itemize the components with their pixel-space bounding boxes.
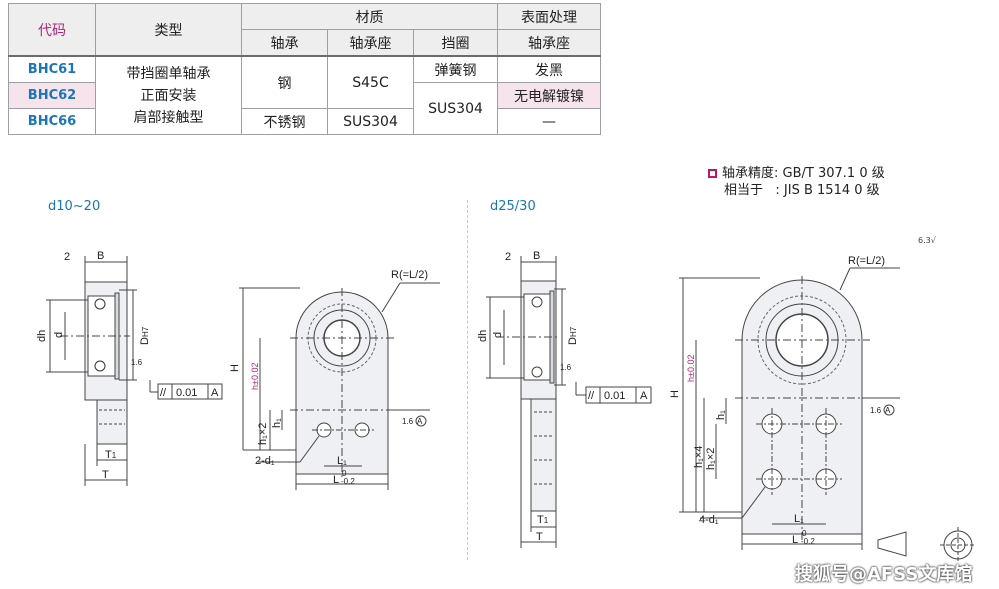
type-line: 正面安装 xyxy=(140,87,197,104)
equivalent-label: 相当于 xyxy=(724,183,764,198)
side-view-small: 2 B dh d DH7 1.6 T1 T // 0.01 A xyxy=(36,250,223,486)
dim-L-large: L xyxy=(792,534,798,546)
header-code: 代码 xyxy=(8,3,96,57)
dim-L-low-small: -0.2 xyxy=(341,477,355,486)
dim-h-tol-small: h±0.02 xyxy=(250,363,260,390)
dim-T1: T1 xyxy=(105,449,117,461)
rough-16-front-small: 1.6 xyxy=(402,417,414,426)
code-bhc66: BHC66 xyxy=(8,108,96,135)
code-bhc61: BHC61 xyxy=(8,55,96,83)
header-retaining-ring: 挡圈 xyxy=(412,29,499,57)
front-view-small: R(=L/2) H h±0.02 h₁×2 h₁ 2-d₁ L₁ L 0 -0.… xyxy=(229,269,440,490)
side-view-large: 2 B dh d DH7 1.6 T1 T // 0.01 A xyxy=(477,250,652,548)
parallel-icon-large: // xyxy=(588,390,595,402)
surface-none: — xyxy=(497,108,602,135)
dim-holes-small: 2-d₁ xyxy=(255,455,275,467)
surface-electroless-nickel: 无电解镀镍 xyxy=(497,82,602,109)
section-divider xyxy=(467,200,468,560)
roughness-value: 6.3 xyxy=(918,236,931,245)
tol-value-small: 0.01 xyxy=(176,387,197,399)
header-bearing: 轴承 xyxy=(241,29,328,57)
accuracy-marker-icon xyxy=(708,169,717,178)
type-cell: 带挡圈单轴承 正面安装 肩部接触型 xyxy=(95,55,242,135)
dim-h1-small: h₁ xyxy=(271,418,283,428)
dim-b: B xyxy=(97,250,104,262)
dim-two: 2 xyxy=(64,251,70,263)
datum-large: A xyxy=(640,390,648,402)
ring-material-sus304: SUS304 xyxy=(412,82,499,135)
header-housing: 轴承座 xyxy=(327,29,414,57)
dim-L-small: L xyxy=(333,474,339,486)
dim-h-tol-large: h±0.02 xyxy=(686,355,696,382)
dim-D: DH7 xyxy=(139,326,151,345)
dim-two-large: 2 xyxy=(505,251,511,263)
dim-d: d xyxy=(53,332,65,338)
dim-H-large: H xyxy=(669,390,681,398)
dim-L1-small: L₁ xyxy=(337,455,347,467)
dim-R-small: R(=L/2) xyxy=(391,269,428,281)
dim-holes-large: 4-d₁ xyxy=(699,514,719,526)
equivalent-value: : JIS B 1514 0 级 xyxy=(775,183,880,198)
watermark: 搜狐号@AFSS文库馆 xyxy=(795,564,973,585)
dim-L-up-large: 0 xyxy=(802,529,807,538)
type-line: 带挡圈单轴承 xyxy=(126,65,211,82)
section-title-large: d25/30 xyxy=(490,199,536,214)
dim-L1-large: L₁ xyxy=(794,513,804,525)
spec-table: 代码 类型 材质 表面处理 轴承 轴承座 挡圈 轴承座 BHC61 带挡圈单轴承… xyxy=(8,3,602,135)
rough-16-small: 1.6 xyxy=(131,358,143,367)
type-line: 肩部接触型 xyxy=(133,109,204,126)
dim-T1-large: T1 xyxy=(537,514,549,526)
projection-cone-icon xyxy=(877,531,907,557)
dim-T: T xyxy=(102,469,109,481)
dim-d-large: d xyxy=(492,332,504,338)
dim-dh-large: dh xyxy=(477,330,489,342)
dim-h1-large: h₁ xyxy=(715,410,727,420)
dim-h1x2-small: h₁×2 xyxy=(257,423,269,445)
datum-circle-small: A xyxy=(417,417,423,426)
dim-L-low-large: -0.2 xyxy=(801,537,815,546)
datum-circle-large: A xyxy=(885,406,891,415)
dim-R-large: R(=L/2) xyxy=(848,255,885,267)
dim-b-large: B xyxy=(533,250,540,262)
dim-dh: dh xyxy=(36,330,48,342)
accuracy-value: : GB/T 307.1 0 级 xyxy=(774,166,885,181)
dim-H-small: H xyxy=(229,364,241,372)
dim-h1x4-large: h₁×4 xyxy=(693,446,705,468)
front-view-large: R(=L/2) H h±0.02 h₁×4 h₁×2 h₁ 4-d₁ L₁ L … xyxy=(669,255,976,563)
dim-T-large: T xyxy=(536,531,543,543)
surface-black-oxide: 发黑 xyxy=(497,55,602,83)
roughness-note: 6.3√ xyxy=(918,236,936,245)
accuracy-note: 轴承精度: GB/T 307.1 0 级 相当于 : JIS B 1514 0 … xyxy=(708,165,885,199)
parallel-icon: // xyxy=(160,387,167,399)
rough-16-large: 1.6 xyxy=(560,363,572,372)
dim-h1x2-large: h₁×2 xyxy=(705,448,717,470)
housing-material-s45c: S45C xyxy=(327,55,414,109)
accuracy-label: 轴承精度 xyxy=(722,166,775,181)
header-material: 材质 xyxy=(240,3,499,30)
dim-D-large: DH7 xyxy=(567,326,579,345)
datum-small: A xyxy=(211,387,219,399)
rough-16-front-large: 1.6 xyxy=(870,406,882,415)
header-surface-housing: 轴承座 xyxy=(497,29,602,57)
bearing-material-stainless: 不锈钢 xyxy=(241,108,328,135)
roughness-check-icon: √ xyxy=(930,236,936,245)
section-title-small: d10~20 xyxy=(48,199,101,214)
tol-value-large: 0.01 xyxy=(604,390,625,402)
housing-material-sus304: SUS304 xyxy=(327,108,414,135)
header-surface: 表面处理 xyxy=(497,3,602,30)
dim-L-up-small: 0 xyxy=(342,469,347,478)
code-bhc62: BHC62 xyxy=(8,82,96,109)
bearing-material-steel: 钢 xyxy=(241,55,328,109)
